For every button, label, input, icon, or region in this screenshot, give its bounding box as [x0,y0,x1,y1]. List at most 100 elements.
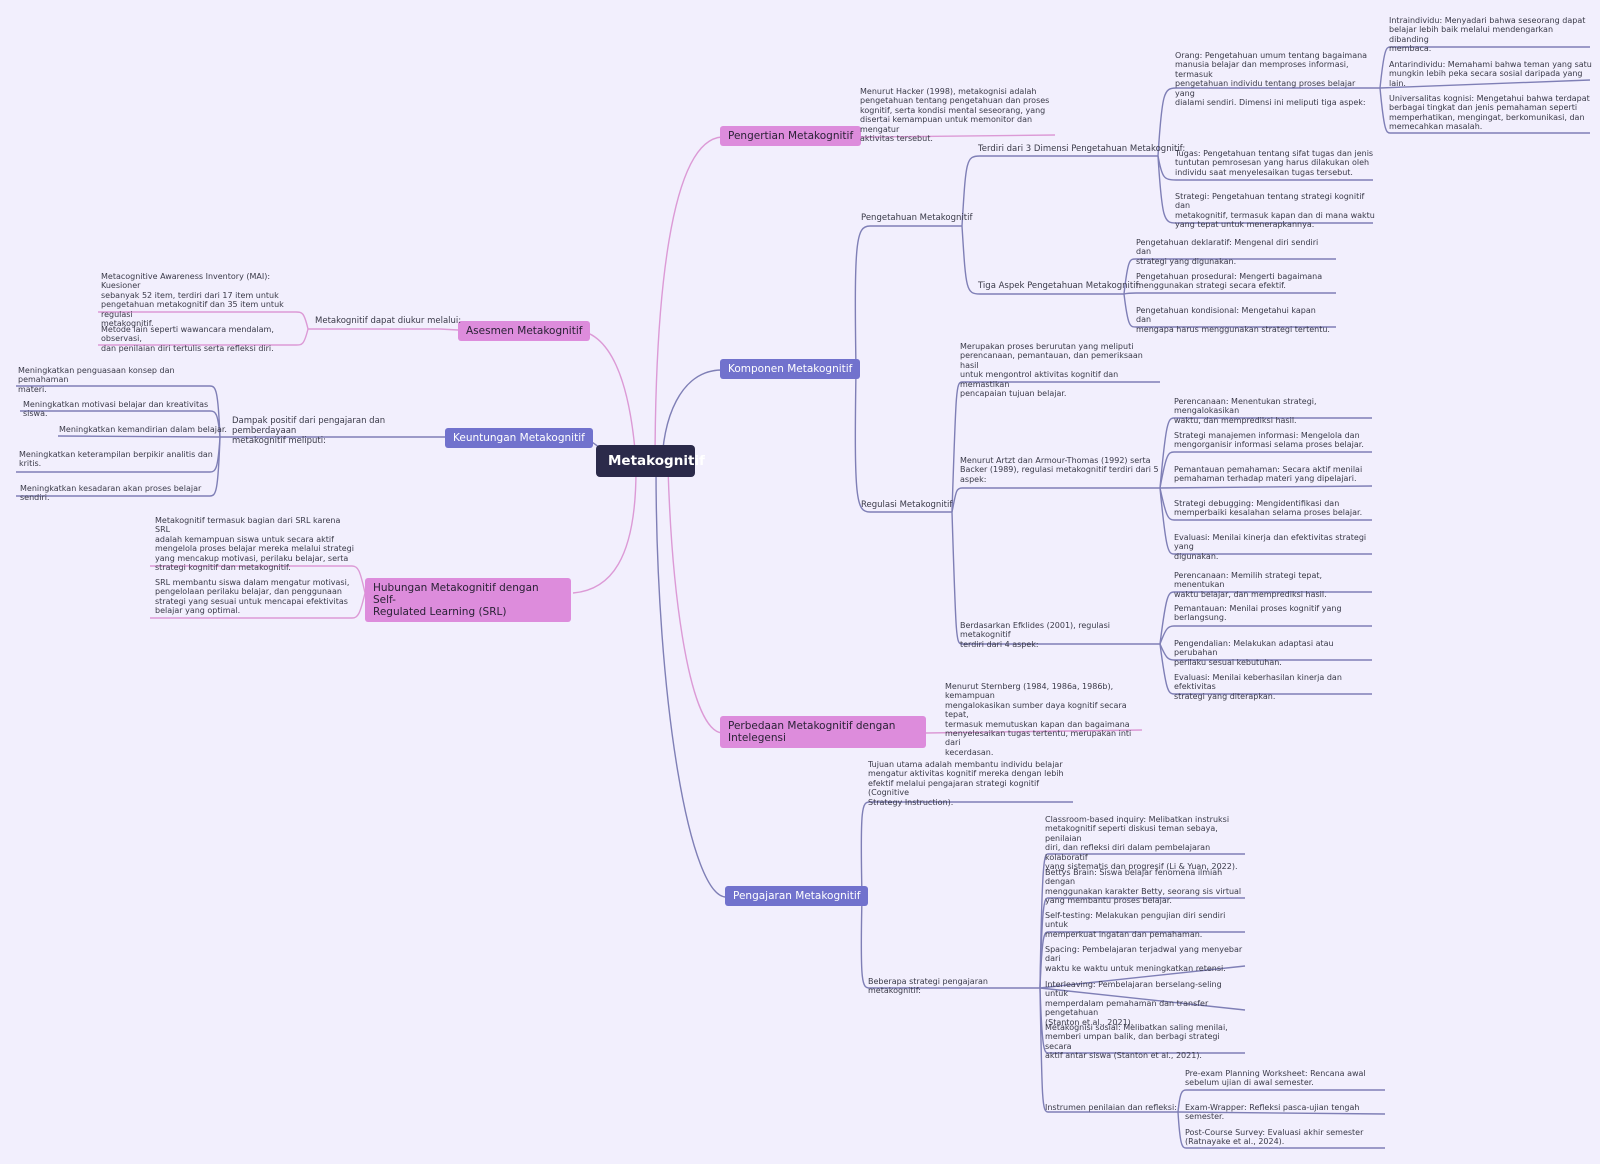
root-node[interactable]: Metakognitif [596,445,705,477]
connector-line [961,225,1124,295]
connector-line [1123,292,1336,295]
keuntungan-konsep: Meningkatkan penguasaan konsep dan pemah… [18,366,175,394]
connector-line [1159,451,1372,489]
dimensi-tugas: Tugas: Pengetahuan tentang sifat tugas d… [1175,149,1374,177]
connector-line [1123,293,1336,328]
branch-komponen[interactable]: Komponen Metakognitif [720,359,861,379]
artzt-node[interactable]: Menurut Artzt dan Armour-Thomas (1992) s… [960,456,1159,484]
instrumen-exam-wrapper: Exam-Wrapper: Refleksi pasca-ujian tenga… [1185,1103,1360,1122]
connector-line [667,467,723,734]
instrumen-pre-exam: Pre-exam Planning Worksheet: Rencana awa… [1185,1069,1366,1088]
connector-line [20,410,221,438]
perbedaan-text: Menurut Sternberg (1984, 1986a, 1986b), … [945,682,1132,757]
aspek-kondisional: Pengetahuan kondisional: Mengetahui kapa… [1136,306,1330,334]
connector-line [1157,155,1373,224]
asesmen-mai: Metacognitive Awareness Inventory (MAI):… [101,272,284,329]
connector-line [854,369,952,513]
connector-line [1123,258,1336,295]
artzt-debugging: Strategi debugging: Mengidentifikasi dan… [1174,499,1363,518]
efklides-evaluasi: Evaluasi: Menilai keberhasilan kinerja d… [1174,673,1342,701]
connector-line [854,225,962,371]
keuntungan-label[interactable]: Dampak positif dari pengajaran dan pembe… [232,416,386,446]
keuntungan-motivasi: Meningkatkan motivasi belajar dan kreati… [23,400,209,419]
asesmen-metode-lain: Metode lain seperti wawancara mendalam, … [101,325,274,353]
connector-line [951,511,1160,645]
connector-line [1039,987,1178,1113]
connector-line [57,435,221,438]
connector-line [1379,46,1590,89]
dimensi-orang: Orang: Pengetahuan umum tentang bagaiman… [1175,51,1368,108]
branch-asesmen[interactable]: Asesmen Metakognitif [458,321,591,341]
connector-line [98,311,309,330]
regulasi-definisi: Merupakan proses berurutan yang meliputi… [960,342,1143,399]
keuntungan-kesadaran: Meningkatkan kesadaran akan proses belaj… [20,484,202,503]
aspek-prosedural: Pengetahuan prosedural: Mengerti bagaima… [1136,272,1323,291]
connector-line [951,487,1160,513]
connector-line [572,469,637,594]
connector-line [1039,987,1246,1011]
efklides-node[interactable]: Berdasarkan Efklides (2001), regulasi me… [960,621,1110,649]
strategi-bettys-brain: Bettys Brain: Siswa belajar fenomena ilm… [1045,868,1242,906]
aspek-node[interactable]: Tiga Aspek Pengetahuan Metakognitif: [978,281,1142,291]
orang-intraindividu: Intraindividu: Menyadari bahwa seseorang… [1389,16,1586,54]
connector-line [1159,485,1373,489]
pengetahuan-node[interactable]: Pengetahuan Metakognitif [861,213,973,223]
pengajaran-tujuan: Tujuan utama adalah membantu individu be… [868,760,1064,807]
connector-line [655,467,728,898]
branch-pengertian[interactable]: Pengertian Metakognitif [720,126,862,146]
orang-universalitas: Universalitas kognisi: Mengetahui bahwa … [1389,94,1590,132]
branch-hubungan[interactable]: Hubungan Metakognitif dengan Self- Regul… [365,578,571,622]
connector-line [1159,591,1372,645]
connector-line [1379,87,1590,134]
strategi-self-testing: Self-testing: Melakukan pengujian diri s… [1045,911,1226,939]
instrumen-node[interactable]: Instrumen penilaian dan refleksi: [1045,1103,1177,1112]
connector-line [1159,417,1372,489]
strategi-pengajaran-node[interactable]: Beberapa strategi pengajaran metakogniti… [868,977,988,996]
connector-line [1159,487,1372,521]
connector-line [150,592,366,619]
orang-antarindividu: Antarindividu: Memahami bahwa teman yang… [1389,60,1592,88]
connector-line [654,136,723,469]
branch-keuntungan[interactable]: Keuntungan Metakognitif [445,428,593,448]
artzt-manajemen-informasi: Strategi manajemen informasi: Mengelola … [1174,431,1364,450]
branch-perbedaan[interactable]: Perbedaan Metakognitif dengan Intelegens… [720,716,926,748]
artzt-perencanaan: Perencanaan: Menentukan strategi, mengal… [1174,397,1317,425]
dimensi-strategi: Strategi: Pengetahuan tentang strategi k… [1175,192,1375,230]
strategi-metakognisi-sosial: Metakognisi sosial: Melibatkan saling me… [1045,1023,1228,1061]
keuntungan-berpikir-kritis: Meningkatkan keterampilan berpikir anali… [19,450,213,469]
connector-line [1159,643,1372,661]
regulasi-node[interactable]: Regulasi Metakognitif [861,500,953,510]
aspek-deklaratif: Pengetahuan deklaratif: Mengenal diri se… [1136,238,1319,266]
connector-line [1157,87,1380,157]
strategi-interleaving: Interleaving: Pembelajaran berselang-sel… [1045,980,1222,1027]
connector-line [16,385,221,438]
hubungan-srl-manfaat: SRL membantu siswa dalam mengatur motiva… [155,578,350,616]
connector-line [1177,1111,1385,1149]
connector-line [1177,1111,1386,1115]
connector-line [925,729,1143,734]
hubungan-srl-definisi: Metakognitif termasuk bagian dari SRL ka… [155,516,354,573]
connector-line [860,801,1073,898]
keuntungan-kemandirian: Meningkatkan kemandirian dalam belajar. [59,425,227,434]
instrumen-post-course: Post-Course Survey: Evaluasi akhir semes… [1185,1128,1364,1147]
strategi-inquiry: Classroom-based inquiry: Melibatkan inst… [1045,815,1238,872]
connector-line [98,328,309,346]
efklides-pemantauan: Pemantauan: Menilai proses kognitif yang… [1174,604,1342,623]
connector-line [1177,1089,1385,1113]
efklides-pengendalian: Pengendalian: Melakukan adaptasi atau pe… [1174,639,1334,667]
dimensi-node[interactable]: Terdiri dari 3 Dimensi Pengetahuan Metak… [978,144,1186,154]
connector-line [1159,487,1372,555]
asesmen-label[interactable]: Metakognitif dapat diukur melalui: [315,316,462,326]
strategi-spacing: Spacing: Pembelajaran terjadwal yang men… [1045,945,1243,973]
connector-line [1039,965,1246,989]
branch-pengajaran[interactable]: Pengajaran Metakognitif [725,886,869,906]
connector-line [1159,643,1372,695]
connector-line [16,436,221,497]
connector-line [951,381,1160,513]
artzt-pemantauan: Pemantauan pemahaman: Secara aktif menil… [1174,465,1363,484]
connector-line [1159,625,1372,645]
connector-line [961,155,1158,227]
connector-line [308,328,459,331]
pengertian-text: Menurut Hacker (1998), metakognisi adala… [860,87,1050,144]
